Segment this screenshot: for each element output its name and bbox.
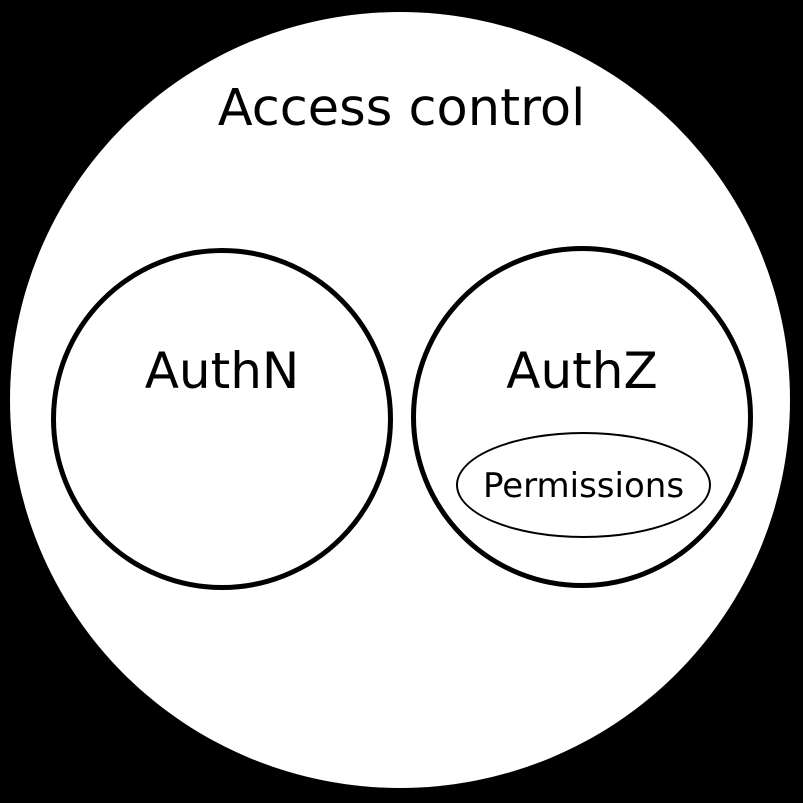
access-control-label: Access control [217, 79, 586, 138]
permissions-label: Permissions [482, 466, 685, 506]
authz-label: AuthZ [506, 342, 658, 400]
permissions-set-ellipse [456, 432, 711, 538]
authn-label: AuthN [144, 342, 300, 400]
authn-set-circle [51, 248, 393, 590]
